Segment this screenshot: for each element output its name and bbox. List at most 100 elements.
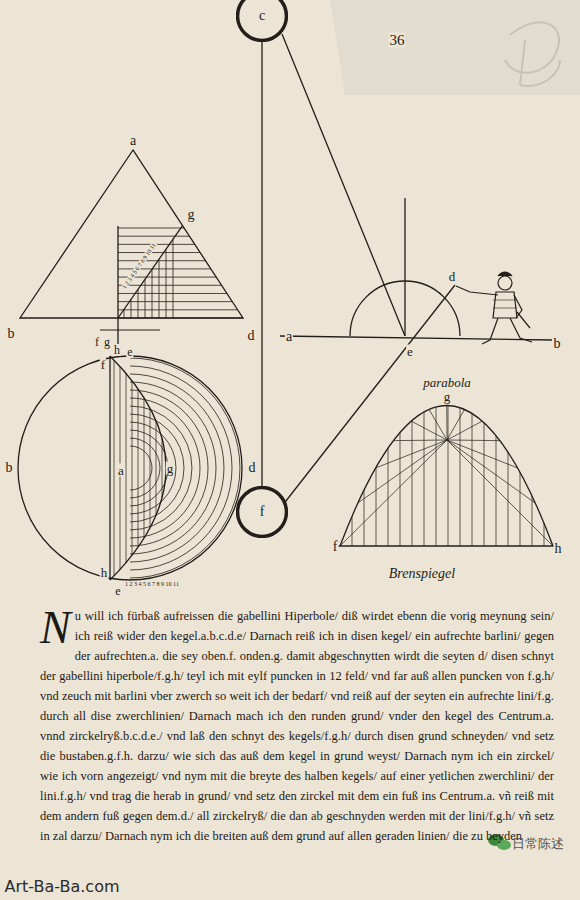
point-letter: c [236, 0, 288, 42]
hatch-stroke [520, 400, 521, 546]
hatch-stroke [124, 309, 125, 318]
point-letter: f [332, 540, 339, 554]
cone-outline [20, 150, 243, 318]
hatch-stroke [145, 279, 146, 318]
hyperbola-hatching [114, 350, 168, 590]
cone-hatching [118, 228, 243, 318]
point-letter: g [166, 462, 175, 475]
man-figure [456, 272, 532, 344]
hatch-stroke [131, 299, 132, 318]
hatch-stroke [152, 269, 153, 318]
parabola-hatching [340, 400, 553, 546]
hatch-stroke [364, 400, 365, 546]
point-letter: a [117, 464, 125, 477]
point-letter: e [126, 346, 133, 358]
hatch-stroke [447, 440, 500, 442]
hatch-stroke [429, 409, 447, 440]
hatch-stroke [138, 289, 139, 318]
sight-circle: f [236, 486, 288, 538]
point-letter: d [448, 270, 457, 283]
point-letter: a [129, 134, 137, 148]
hatch-stroke [447, 440, 553, 546]
caption-label: 日常陈述 [511, 837, 565, 850]
vertical-line [404, 198, 405, 336]
hatch-stroke [532, 400, 533, 546]
arc-stroke [130, 366, 232, 570]
hatch-stroke [393, 440, 447, 442]
base-mark [100, 330, 160, 331]
body-text: Nu will ich fürbaß aufreissen die gabell… [40, 606, 554, 846]
ground-line [280, 336, 552, 340]
page-shadow [330, 0, 580, 95]
hatch-stroke [118, 236, 189, 237]
hatch-stroke [118, 228, 184, 229]
chord-line [109, 356, 110, 580]
hatch-stroke [162, 350, 163, 590]
concentric-arcs [130, 358, 240, 578]
point-letter: b [553, 337, 562, 351]
point-letter: d [247, 329, 256, 343]
point-letter: g [187, 208, 196, 222]
parabola-curve [340, 406, 553, 547]
hatch-stroke [340, 440, 447, 546]
hatch-stroke [118, 309, 238, 310]
hatch-stroke [388, 400, 389, 546]
hatch-stroke [496, 400, 497, 546]
point-letter: f [100, 358, 106, 371]
hatch-stroke [447, 440, 518, 468]
point-letter: g [103, 336, 111, 348]
hatch-stroke [118, 293, 227, 294]
hatch-stroke [376, 440, 447, 468]
arc-stroke [130, 382, 216, 554]
point-letter: f [236, 486, 288, 538]
hatch-stroke [352, 400, 353, 546]
hatch-stroke [472, 400, 473, 546]
hatch-stroke [376, 400, 377, 546]
hatch-stroke [159, 259, 160, 318]
arc-stroke [130, 398, 200, 538]
hyperbola-cut-line [118, 226, 183, 318]
hatch-stroke [144, 350, 145, 590]
point-letter: 36 [389, 33, 406, 48]
hatch-stroke [132, 350, 133, 590]
parabola-base [334, 545, 558, 546]
hatch-stroke [544, 400, 545, 546]
hatch-stroke [424, 400, 425, 546]
hatch-stroke [118, 318, 243, 319]
hatch-stroke [126, 350, 127, 590]
sight-line [282, 34, 405, 336]
hatch-stroke [508, 400, 509, 546]
arc-stroke [130, 406, 192, 530]
arc-stroke [130, 446, 152, 490]
hatch-stroke [114, 350, 115, 590]
point-letter: d [248, 461, 257, 475]
hatch-stroke [138, 350, 139, 590]
arc-stroke [130, 438, 160, 498]
caption-label: 1 2 3 4 5 6 7 8 9 10 11 [124, 581, 180, 587]
hatch-stroke [156, 350, 157, 590]
point-letter: h [100, 566, 109, 579]
hatch-stroke [358, 440, 447, 503]
hatch-stroke [484, 400, 485, 546]
arc-stroke [130, 358, 240, 578]
hatch-stroke [118, 285, 222, 286]
sight-line [282, 285, 455, 506]
hatch-stroke [173, 239, 174, 318]
point-letter: f [94, 336, 100, 348]
hatch-stroke [118, 301, 232, 302]
hatch-stroke [166, 249, 167, 318]
point-letter: b [5, 461, 14, 475]
hatch-stroke [150, 350, 151, 590]
hatch-stroke [446, 406, 447, 441]
point-letter: a [285, 330, 293, 344]
point-letter: b [7, 327, 16, 341]
point-letter: h [113, 344, 121, 356]
hatch-stroke [118, 260, 206, 261]
arc-stroke [130, 422, 176, 514]
caption-label: Art-Ba-Ba.com [3, 879, 120, 895]
monogram-stamp [505, 22, 560, 86]
caption-label: parabola [422, 376, 472, 389]
hatch-stroke [118, 252, 200, 253]
